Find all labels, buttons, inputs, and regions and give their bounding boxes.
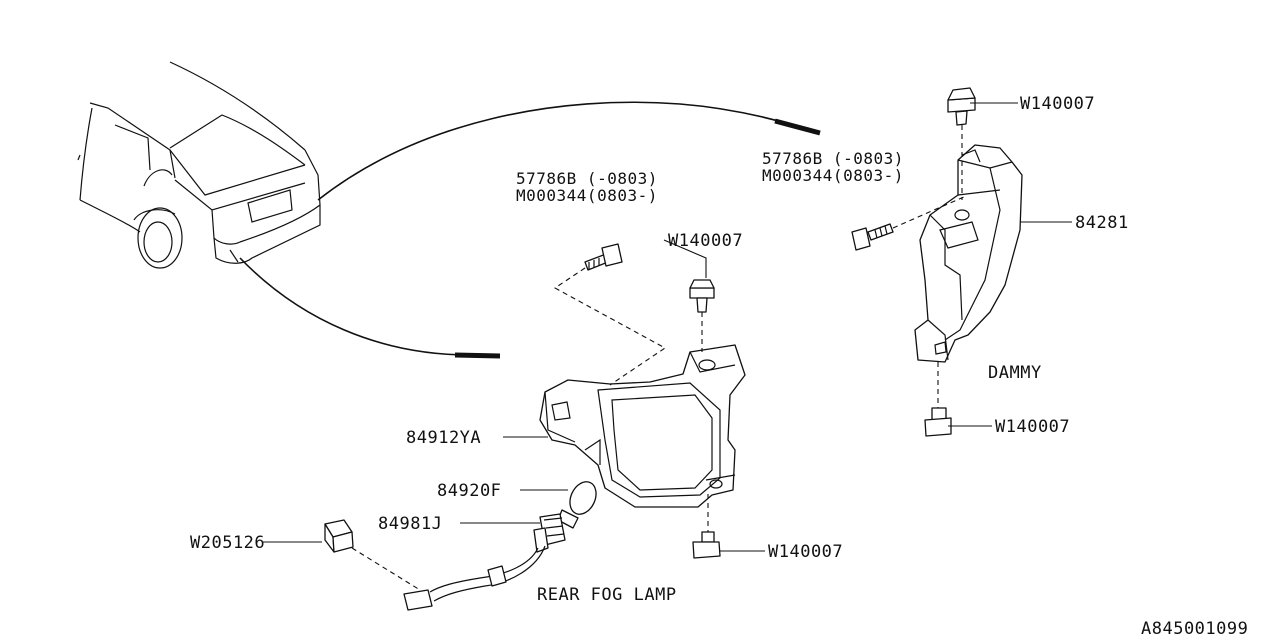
label-bolt-left-line1: 57786B (-0803) <box>516 169 658 188</box>
clip-right-top-icon <box>947 87 976 126</box>
drawing-id: A845001099 <box>1141 619 1248 639</box>
clip-left-bottom-icon <box>692 531 721 559</box>
bolt-right-icon <box>851 223 894 251</box>
rear-fog-lamp-84912YA <box>539 344 746 508</box>
label-bolt-right-line2: M000344(0803-) <box>762 166 904 185</box>
clip-w205126-icon <box>324 519 354 553</box>
dummy-bracket-84281 <box>914 144 1023 363</box>
label-dammy: DAMMY <box>988 363 1042 383</box>
label-w205126: W205126 <box>190 533 265 553</box>
bolt-left-icon <box>584 243 623 271</box>
label-clip-right-top: W140007 <box>1020 94 1095 114</box>
clip-right-bottom-icon <box>924 407 952 437</box>
socket-harness-icon <box>403 513 566 611</box>
label-84912YA: 84912YA <box>406 428 481 448</box>
vehicle-rear-illustration <box>77 61 321 269</box>
label-84281: 84281 <box>1075 213 1129 233</box>
label-bolt-left-line2: M000344(0803-) <box>516 186 658 205</box>
label-clip-left-top: W140007 <box>668 231 743 251</box>
label-bolt-right-line1: 57786B (-0803) <box>762 149 904 168</box>
label-clip-right-bottom: W140007 <box>995 417 1070 437</box>
label-84920F: 84920F <box>437 481 501 501</box>
label-84981J: 84981J <box>378 514 442 534</box>
bulb-icon <box>557 481 597 529</box>
caption-rear-fog-lamp: REAR FOG LAMP <box>537 585 677 605</box>
clip-left-top-icon <box>689 279 715 313</box>
label-clip-left-bottom: W140007 <box>768 542 843 562</box>
